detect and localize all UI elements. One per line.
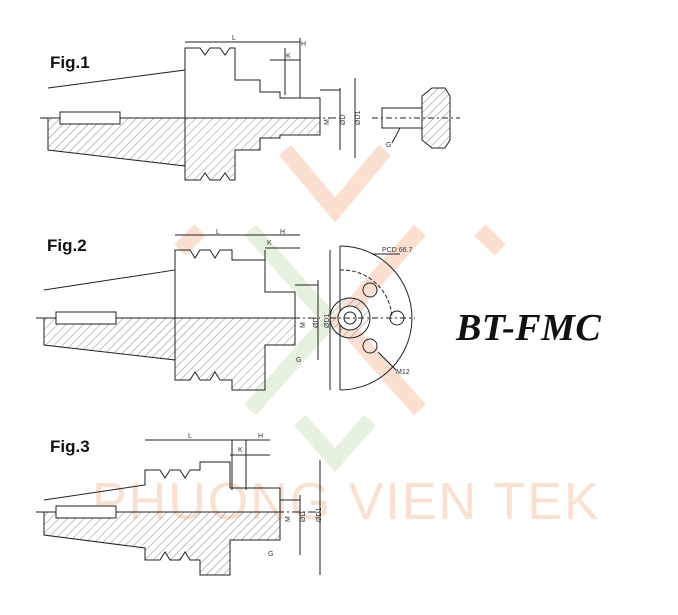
fig3-dim-D1: ØD1	[316, 508, 323, 523]
fig2-tool-holder	[36, 234, 331, 391]
model-title: BT-FMC	[456, 307, 602, 349]
fig2-dim-K: K	[267, 240, 272, 247]
fig1-dim-L: L	[232, 35, 236, 42]
fig2-dim-pcd: PCD 66.7	[382, 247, 412, 254]
fig2-dim-L: L	[216, 229, 220, 236]
fig2-dim-H: H	[280, 229, 285, 236]
fig2-dim-D: ØD	[313, 318, 320, 329]
fig3-dim-M: M	[285, 516, 292, 522]
fig1-label: Fig.1	[50, 53, 90, 72]
fig1-dim-G: G	[386, 142, 391, 149]
fig1-dim-M: M	[324, 119, 331, 125]
fig1-tool-holder	[40, 38, 356, 181]
fig3-tool-holder	[36, 439, 321, 576]
fig3-dim-K: K	[238, 447, 243, 454]
fig2-dim-m12: M12	[396, 369, 410, 376]
fig3-label: Fig.3	[50, 437, 90, 456]
fig3-dim-H: H	[258, 433, 263, 440]
fig2-face-view	[329, 245, 415, 391]
fig2-dim-G: G	[296, 357, 301, 364]
fig1-dim-H: H	[301, 41, 306, 48]
fig2-label: Fig.2	[47, 236, 87, 255]
fig2-dim-M: M	[300, 322, 307, 328]
fig1-dim-K: K	[286, 53, 291, 60]
fig2-dim-D1: ØD1	[324, 314, 331, 329]
fig1-dim-D: ØD	[340, 115, 347, 126]
fig3-dim-D: ØD	[300, 512, 307, 523]
fig1-screw	[372, 87, 460, 149]
fig3-dim-L: L	[188, 433, 192, 440]
fig3-dim-G: G	[268, 551, 273, 558]
fig1-dim-D1: ØD1	[355, 111, 362, 126]
